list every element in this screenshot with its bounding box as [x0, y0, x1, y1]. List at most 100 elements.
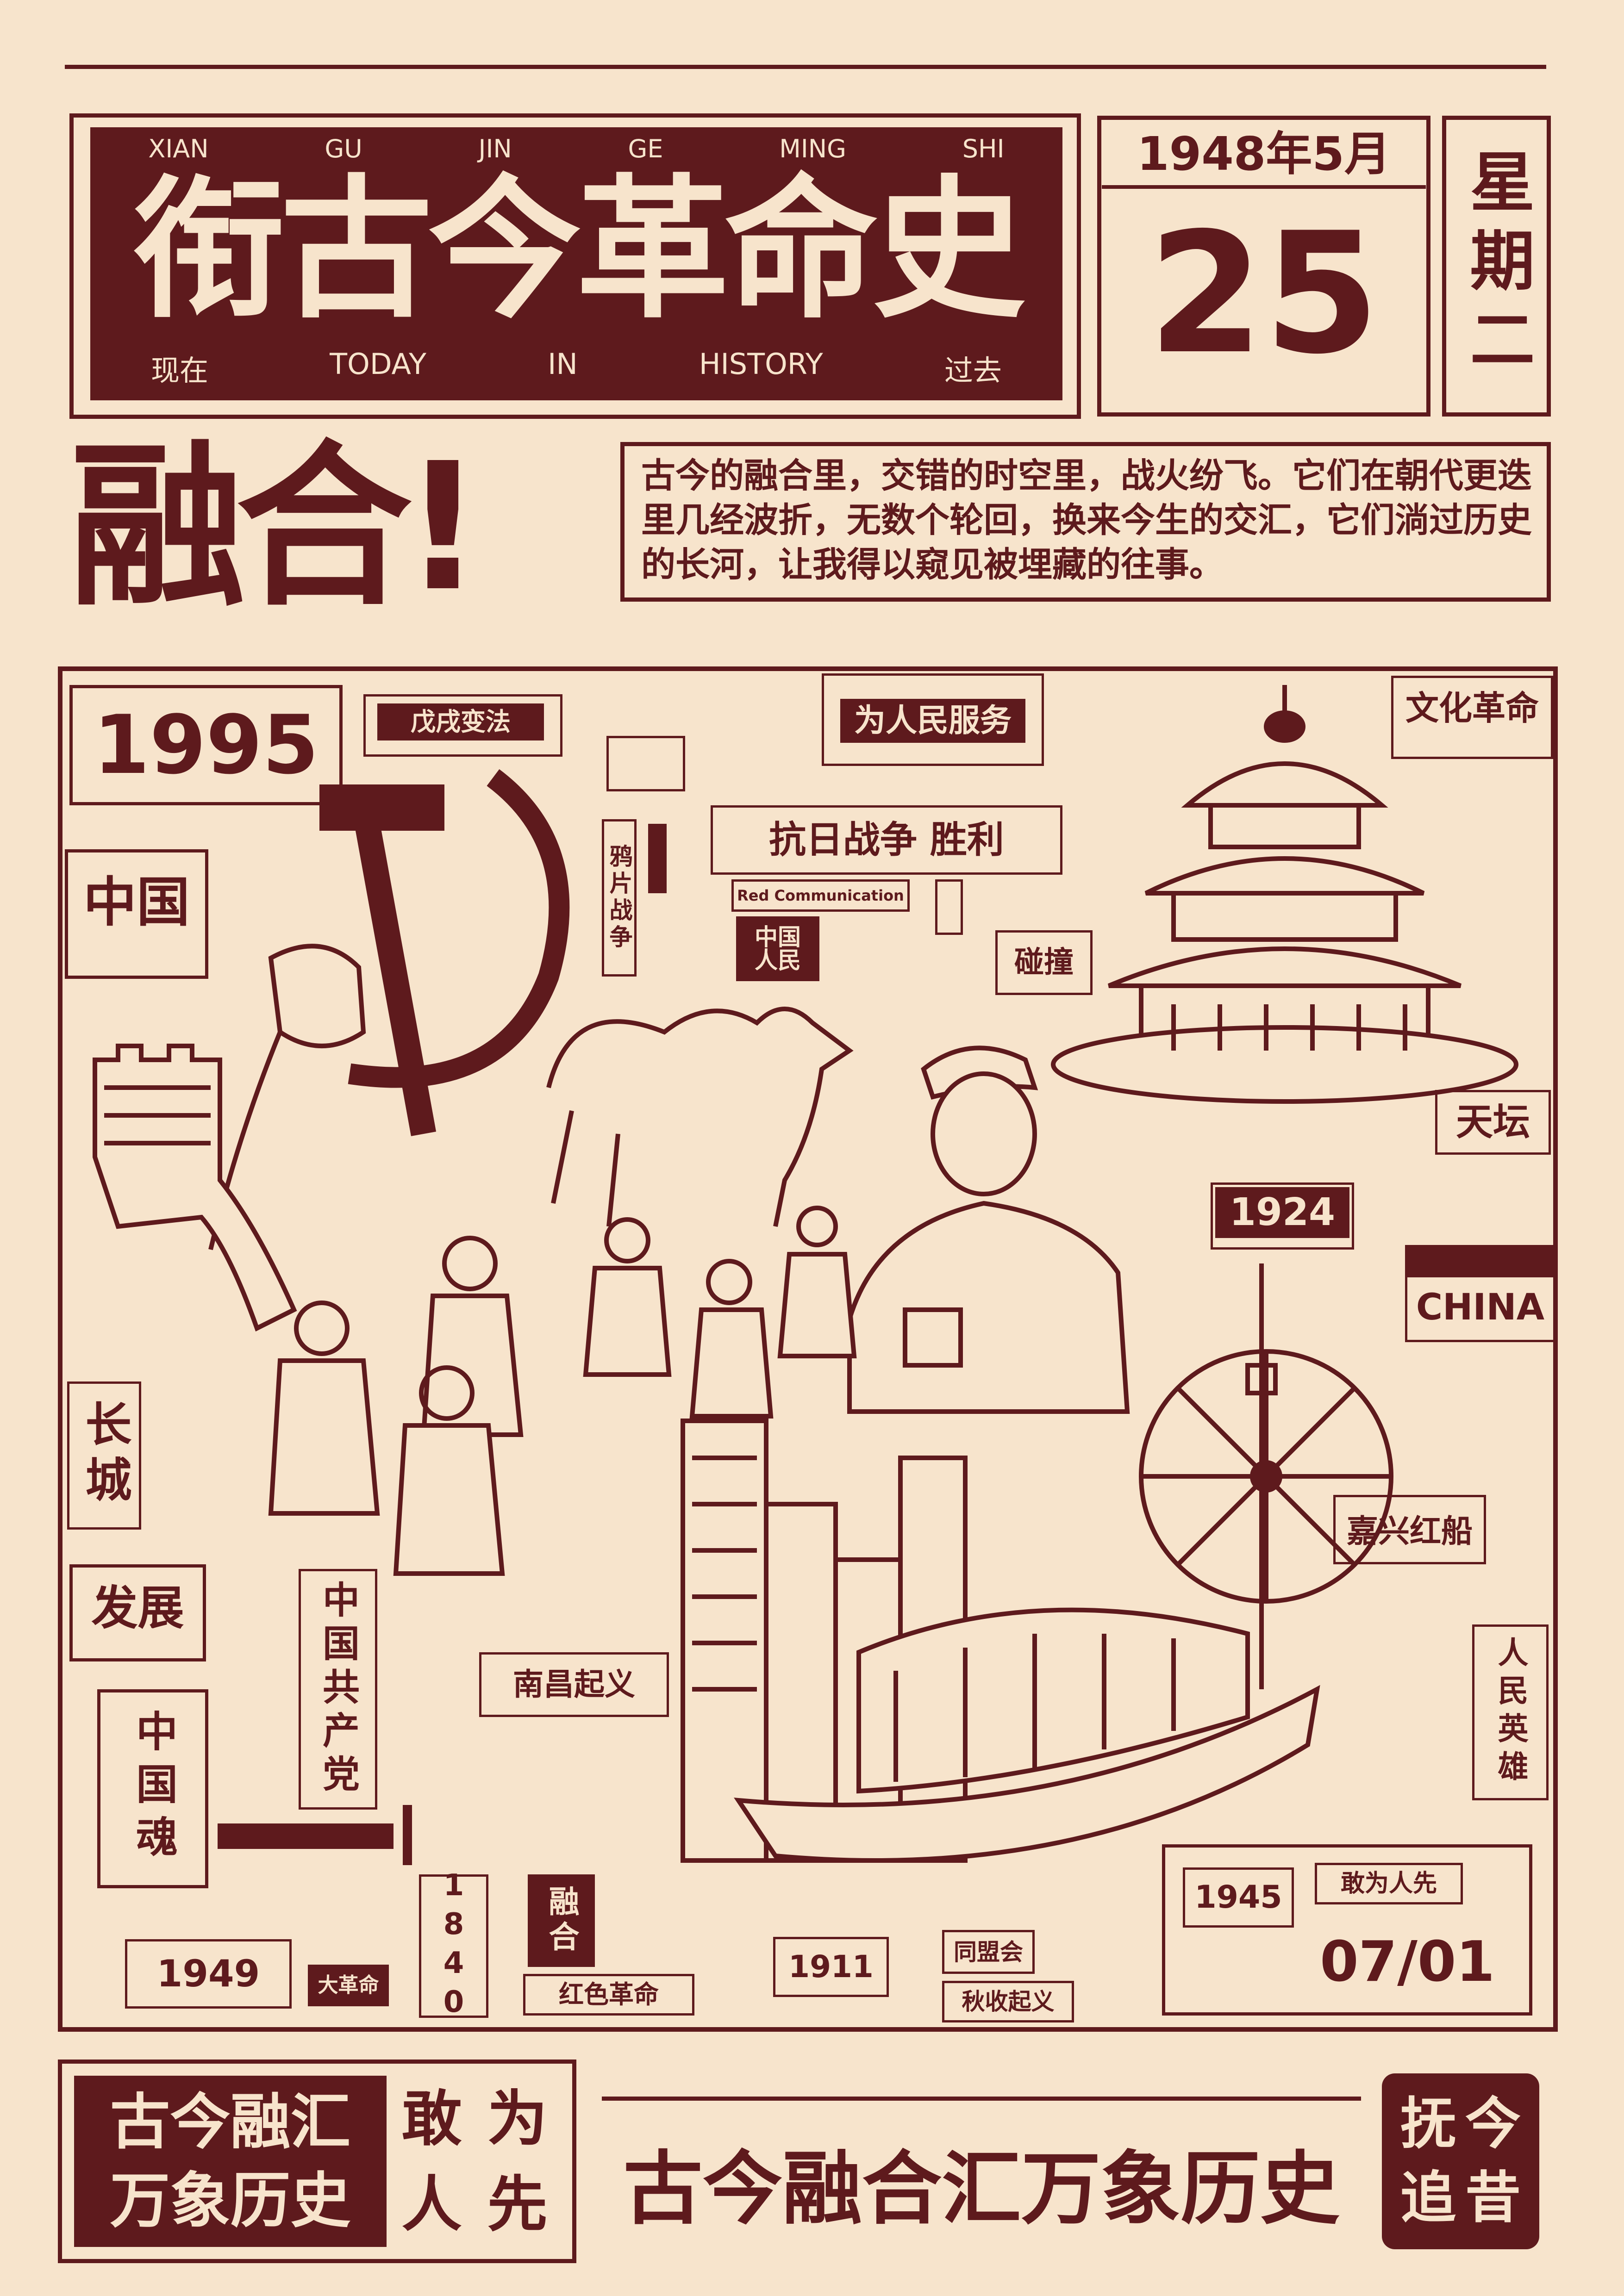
- autumn-frame: [942, 1981, 1074, 2022]
- label-opium-text: 鸦片战争: [606, 844, 633, 952]
- dare-frame: [1315, 1863, 1463, 1904]
- dare-char-4: 先: [487, 2169, 548, 2240]
- label-fuse: 融合: [528, 1874, 595, 1967]
- label-big-rev: 大革命: [308, 1965, 389, 2006]
- crowd-icon: [268, 1206, 857, 1576]
- label-1949: 1949: [156, 1952, 260, 1995]
- label-redcomm: Red Communication: [737, 887, 904, 904]
- boat-frame: [1333, 1495, 1486, 1564]
- seal-char-4: 昔: [1465, 2166, 1521, 2230]
- label-red-rev: 红色革命: [559, 1980, 659, 2009]
- label-fuse-text: 融合: [543, 1885, 580, 1956]
- top-rule: [65, 65, 1546, 69]
- red-rev-frame: [523, 1974, 694, 2016]
- footer-rule: [602, 2097, 1361, 2101]
- sub-left: 现在: [151, 354, 209, 387]
- intro-frame: [620, 442, 1551, 602]
- label-1911: 1911: [788, 1949, 874, 1985]
- label-heroes-text: 人民英雄: [1493, 1636, 1529, 1788]
- label-cpc-text: 中国共产党: [317, 1580, 360, 1798]
- sub-history: HISTORY: [699, 347, 823, 381]
- label-1924: 1924: [1215, 1187, 1349, 1238]
- dare-char-3: 人: [401, 2169, 462, 2240]
- seal-char-3: 追: [1400, 2166, 1456, 2230]
- label-great-wall-text: 长城: [77, 1400, 131, 1511]
- temple-frame: [1435, 1090, 1551, 1155]
- opium-bar: [602, 819, 637, 977]
- pinyin-2: GU: [325, 134, 362, 163]
- label-people: 中国人民: [736, 916, 819, 981]
- pinyin-4: GE: [628, 134, 663, 163]
- footer-left-panel: [74, 2076, 387, 2247]
- date-day: 25: [1148, 197, 1380, 391]
- label-war: 抗日战争 胜利: [769, 818, 1004, 861]
- footer-left-line1: 古今融汇: [110, 2087, 351, 2157]
- sub-today: TODAY: [330, 347, 426, 381]
- dare-char-1: 敢: [401, 2083, 462, 2154]
- soul-bar: [218, 1823, 394, 1849]
- pinyin-3: JIN: [478, 134, 512, 163]
- sub-in: IN: [548, 347, 578, 381]
- temple-of-heaven-icon: [1051, 685, 1518, 1104]
- heroes-frame: [1472, 1624, 1549, 1800]
- develop-frame: [69, 1564, 206, 1661]
- dare-char-2: 为: [487, 2083, 548, 2154]
- nanchang-frame: [479, 1652, 669, 1717]
- y1945-panel-frame: [1162, 1844, 1532, 2016]
- serve-frame: [822, 673, 1044, 766]
- label-wuxu: 戊戌变法: [377, 703, 544, 740]
- seal-char-1: 抚: [1400, 2092, 1456, 2156]
- illustration: [93, 685, 1518, 1863]
- label-1995-frame: [69, 685, 343, 805]
- opium-bar-dark: [648, 824, 667, 893]
- label-0701: 07/01: [1320, 1930, 1495, 1994]
- sickle-icon: [348, 769, 570, 1088]
- empty-frame-1: [606, 736, 685, 791]
- title-panel: [90, 127, 1062, 400]
- tongmeng-frame: [942, 1930, 1035, 1974]
- year-month: 1948年5月: [1137, 126, 1391, 181]
- date-frame: [1097, 116, 1430, 417]
- hammer-handle-icon: [355, 826, 437, 1136]
- label-opium: 鸦片战争: [604, 824, 634, 972]
- label-great-wall: 长城: [69, 1386, 139, 1525]
- illustration-frame: [58, 666, 1558, 2032]
- label-dare: 敢为人先: [1340, 1870, 1437, 1898]
- label-autumn: 秋收起义: [962, 1988, 1055, 2015]
- title-frame: [69, 113, 1081, 419]
- pinyin-row: XIAN GU JIN GE MING SHI: [90, 134, 1062, 167]
- footer-left-frame: [58, 2060, 576, 2263]
- camel-icon: [546, 1007, 854, 1227]
- label-culture: 文化革命: [1405, 689, 1539, 728]
- date-divider: [1102, 185, 1426, 189]
- sub-right: 过去: [944, 354, 1002, 387]
- footer-slogan: 古今融合汇万象历史: [623, 2142, 1340, 2235]
- cpc-frame: [299, 1569, 377, 1810]
- label-people-text: 中国人民: [755, 924, 801, 974]
- soldier-icon: [847, 1045, 1130, 1414]
- label-1995: 1995: [93, 698, 319, 792]
- y1911-frame: [773, 1937, 889, 1997]
- page-title: 衔古今革命史: [132, 161, 1025, 339]
- seal: 抚 今 追 昔: [1382, 2073, 1539, 2249]
- label-collide: 碰撞: [1014, 946, 1074, 980]
- label-china-cn: 中国: [83, 871, 190, 933]
- label-soul-text: 中国魂: [129, 1710, 177, 1868]
- title-sub-row: 现在 TODAY IN HISTORY 过去: [90, 347, 1062, 387]
- tv-tower-icon: [1245, 1263, 1278, 1689]
- pinyin-5: MING: [779, 134, 846, 163]
- label-1840-text: 1840: [437, 1868, 471, 2024]
- ferris-wheel-icon: [1139, 1349, 1393, 1604]
- red-boat-icon: [734, 1607, 1320, 1863]
- y1949-frame: [125, 1939, 292, 2009]
- label-boat: 嘉兴红船: [1346, 1513, 1473, 1550]
- empty-frame-2: [935, 879, 963, 935]
- weekday-text: 星期二: [1459, 148, 1535, 384]
- footer-dare-grid: 敢 为 人 先: [389, 2076, 560, 2247]
- great-wall-label-frame: [67, 1381, 141, 1530]
- y1924-frame: [1211, 1182, 1354, 1250]
- label-tongmeng: 同盟会: [954, 1938, 1023, 1966]
- y1840-frame: [419, 1874, 488, 2018]
- label-soul: 中国魂: [102, 1694, 204, 1884]
- wuxu-frame: [363, 694, 562, 757]
